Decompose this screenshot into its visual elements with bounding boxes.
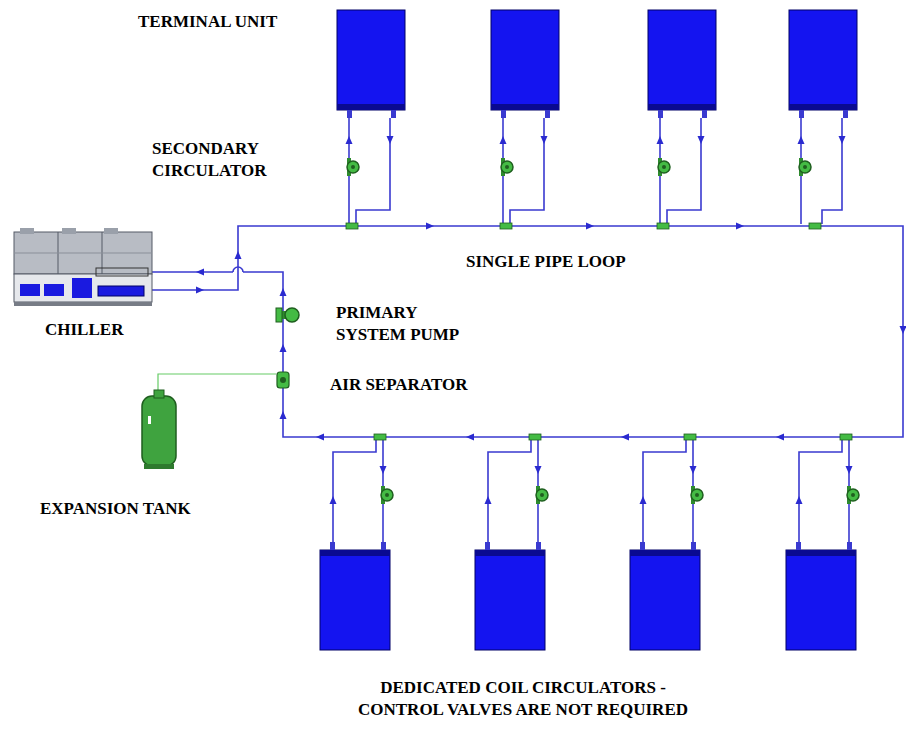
tank-label: EXPANSION TANK <box>40 498 260 520</box>
pump-label: PRIMARY SYSTEM PUMP <box>336 302 486 346</box>
separator-label: AIR SEPARATOR <box>330 374 550 396</box>
unit-label: TERMINAL UNIT <box>138 11 338 33</box>
caption: DEDICATED COIL CIRCULATORS - CONTROL VAL… <box>300 677 746 721</box>
circulator-label: SECONDARY CIRCULATOR <box>152 138 302 182</box>
chiller-label: CHILLER <box>45 319 165 341</box>
chiller-illustration <box>14 228 152 306</box>
loop-label: SINGLE PIPE LOOP <box>466 251 726 273</box>
